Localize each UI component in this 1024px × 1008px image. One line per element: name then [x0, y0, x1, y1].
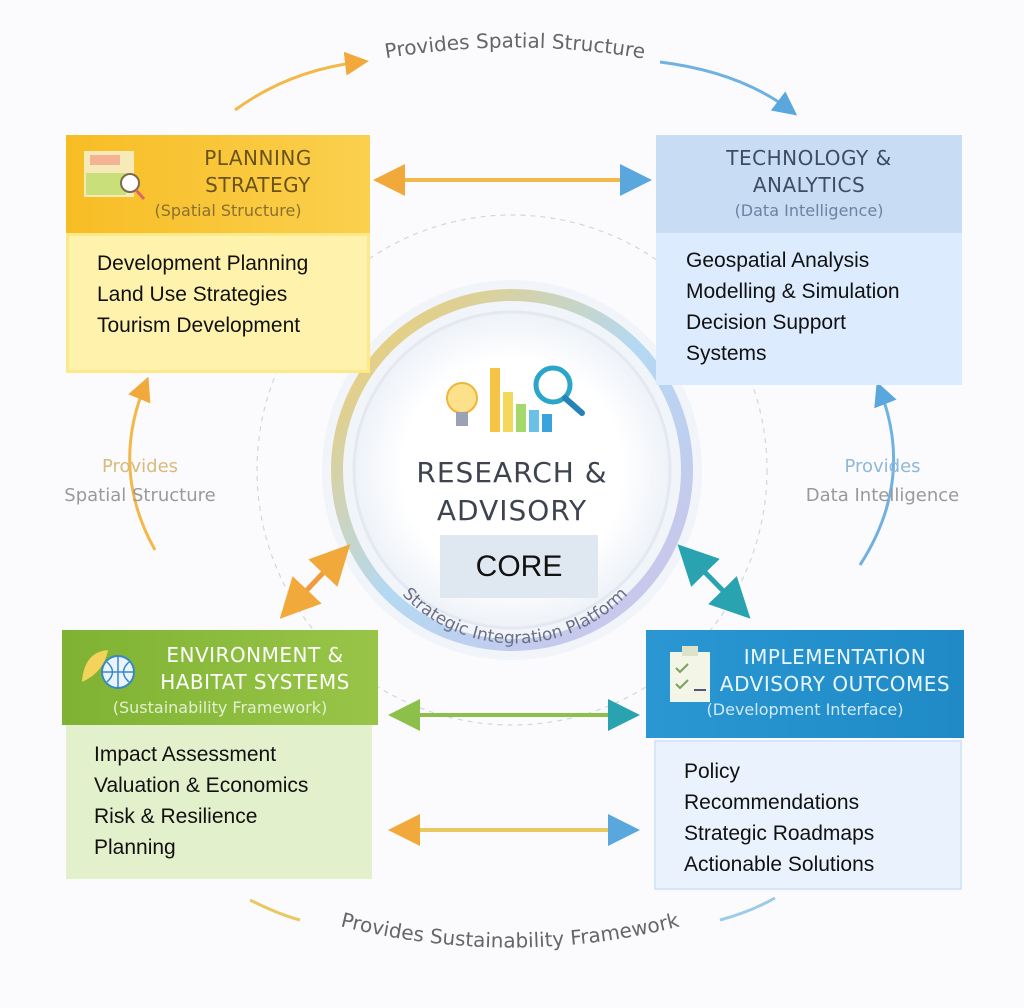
- list-item: Recommendations: [684, 791, 860, 814]
- flow-left-line2: Spatial Structure: [64, 485, 216, 506]
- list-item: Policy: [684, 760, 741, 783]
- technology-title-2: ANALYTICS: [752, 173, 866, 197]
- technology-body: Geospatial Analysis Modelling & Simulati…: [656, 233, 962, 385]
- list-item: Strategic Roadmaps: [684, 822, 875, 845]
- flow-right-line2: Data Intelligence: [805, 485, 960, 506]
- environment-title-2: HABITAT SYSTEMS: [160, 670, 350, 694]
- planning-map-icon: [84, 151, 146, 200]
- planning-body: Development Planning Land Use Strategies…: [66, 233, 370, 373]
- technology-subtitle: (Data Intelligence): [734, 201, 884, 220]
- flow-label-top: Provides Spatial Structure: [383, 28, 647, 63]
- implementation-body: Policy Recommendations Strategic Roadmap…: [654, 740, 962, 890]
- outer-arc-top-left: [234, 51, 369, 112]
- technology-title-1: TECHNOLOGY &: [726, 146, 892, 170]
- research-icon: [446, 365, 585, 432]
- environment-subtitle: (Sustainability Framework): [112, 698, 328, 717]
- list-item: Geospatial Analysis: [686, 249, 870, 272]
- center-title-line1: RESEARCH &: [416, 456, 608, 489]
- core-label: CORE: [440, 535, 598, 598]
- list-item: Valuation & Economics: [94, 774, 309, 797]
- implementation-title-1: IMPLEMENTATION: [743, 645, 927, 669]
- planning-header: PLANNING STRATEGY (Spatial Structure): [66, 135, 370, 233]
- flow-left-line1: Provides: [101, 456, 179, 477]
- flow-label-right: Provides Data Intelligence: [780, 452, 985, 510]
- planning-subtitle: (Spatial Structure): [154, 201, 302, 220]
- environment-globe-icon: [82, 650, 135, 689]
- implementation-header: IMPLEMENTATION ADVISORY OUTCOMES (Develo…: [646, 630, 964, 738]
- planning-title-1: PLANNING: [204, 146, 312, 170]
- list-item: Land Use Strategies: [97, 283, 288, 306]
- environment-body: Impact Assessment Valuation & Economics …: [66, 725, 372, 879]
- list-item: Tourism Development: [97, 314, 301, 337]
- list-item: Risk & Resilience: [94, 805, 258, 828]
- environment-title-1: ENVIRONMENT &: [166, 643, 344, 667]
- list-item: Systems: [686, 342, 767, 365]
- center-title-line2: ADVISORY: [436, 494, 588, 527]
- implementation-title-2: ADVISORY OUTCOMES: [719, 672, 951, 696]
- list-item: Actionable Solutions: [684, 853, 875, 876]
- flow-label-bottom: Provides Sustainability Framework: [339, 908, 682, 953]
- flow-right-line1: Provides: [844, 456, 921, 477]
- environment-header: ENVIRONMENT & HABITAT SYSTEMS (Sustainab…: [62, 630, 378, 725]
- list-item: Development Planning: [97, 252, 309, 275]
- clipboard-icon: [670, 646, 710, 702]
- list-item: Modelling & Simulation: [686, 280, 900, 303]
- list-item: Impact Assessment: [94, 743, 277, 766]
- center-title: RESEARCH & ADVISORY: [380, 454, 644, 530]
- planning-title-2: STRATEGY: [205, 173, 311, 197]
- implementation-subtitle: (Development Interface): [706, 700, 904, 719]
- list-item: Planning: [94, 836, 176, 859]
- list-item: Decision Support: [686, 311, 846, 334]
- technology-header: TECHNOLOGY & ANALYTICS (Data Intelligenc…: [656, 135, 962, 233]
- flow-label-left: Provides Spatial Structure: [40, 452, 240, 510]
